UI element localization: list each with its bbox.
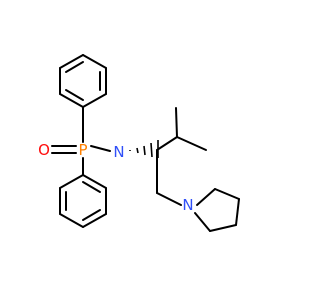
hashed-wedge-bond [129,140,159,158]
bond-p-n [90,145,111,152]
chemical-structure: O P N N [38,54,240,232]
bond-ch-methyl-upper [175,107,178,138]
phenyl-ring-upper [59,54,107,108]
bond-c-ch [156,136,178,151]
atom-label-phosphorus: P [78,141,87,159]
atom-label-oxygen: O [38,141,50,159]
atom-label-pyrrolidine-nitrogen: N [182,196,193,214]
bonds-chain [156,107,207,206]
phenyl-ring-lower [59,174,107,228]
bonds-core [51,106,111,176]
bond-ch2-n [156,192,182,206]
pyrrolidine-ring [194,188,240,232]
bond-ch-methyl-right [176,136,207,151]
atom-label-amide-nitrogen: N [113,143,124,161]
